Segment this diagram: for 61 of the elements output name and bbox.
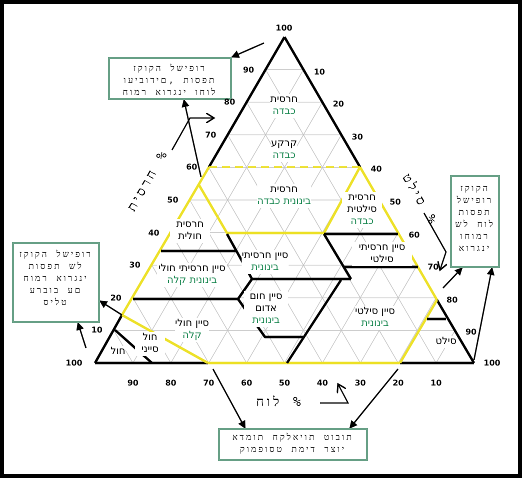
- tick-label: 100: [66, 358, 82, 368]
- callout-box: זקוקה לשיפור תוספת של חול וחומר אורגני: [450, 175, 500, 268]
- texture-class-name: סיין סילטי: [355, 306, 395, 318]
- tick-label: 20: [332, 100, 344, 109]
- tick-label: 60: [241, 378, 252, 388]
- tick-label: 50: [167, 196, 178, 204]
- arrow: [99, 300, 122, 316]
- texture-class-name: חרסית חולית: [170, 219, 210, 243]
- arrow: [182, 99, 202, 178]
- tick-label: 50: [390, 198, 401, 206]
- tick-label: 30: [352, 132, 363, 142]
- tick-label: 40: [148, 228, 160, 238]
- tick-label: 90: [465, 328, 477, 337]
- texture-class-name: סיין חרסיתי סילטי: [352, 242, 412, 266]
- callout-box: זקוקה לשיפור תוספת של חומר אורגני ערבוב עם סילט: [12, 242, 100, 323]
- texture-weight: כבדה: [270, 150, 298, 162]
- texture-class-name: חרסית: [270, 94, 298, 106]
- texture-class-name: סילט: [436, 336, 456, 348]
- texture-class-name: סיין חולי: [174, 318, 210, 330]
- tick-label: 20: [110, 293, 122, 302]
- arrow: [212, 368, 246, 429]
- texture-class-name: חול סייני: [135, 332, 165, 356]
- texture-class-name: סיין חרסיתי חולי: [157, 263, 227, 275]
- tick-label: 60: [408, 230, 420, 240]
- tick-label: 30: [129, 260, 140, 270]
- tick-label: 100: [484, 358, 500, 368]
- tick-label: 70: [203, 378, 214, 388]
- texture-class-name: סיין חרסיתי: [242, 250, 288, 262]
- callout-box: אדמות חקלאיות טובות קומפוסט תמיד רצוי: [218, 428, 368, 461]
- arrow: [231, 42, 264, 58]
- tick-label: 80: [165, 378, 176, 388]
- arrow: [349, 368, 399, 429]
- tick-label: 40: [370, 164, 382, 174]
- callout-box: זקוקה לשיפור ועיבודים, תוספת חומר אורגני וחול: [108, 57, 232, 100]
- texture-weight: בינונית: [242, 262, 288, 274]
- texture-class-name: חרסית סילטית: [342, 192, 382, 216]
- texture-weight: קלה: [174, 330, 210, 342]
- tick-label: 60: [186, 162, 198, 172]
- tick-label: 20: [392, 378, 404, 388]
- tick-label: 10: [430, 378, 442, 388]
- arrow: [76, 322, 87, 348]
- texture-class-name: סיין חום אדום: [244, 291, 288, 315]
- axis-title: חול %: [256, 394, 304, 410]
- texture-class-name: קרקע: [270, 138, 298, 150]
- tick-label: 90: [242, 65, 254, 74]
- tick-label: 70: [205, 130, 216, 140]
- tick-label: 10: [91, 326, 102, 335]
- tick-label: 50: [278, 378, 290, 388]
- tick-label: 100: [276, 24, 292, 32]
- tick-label: 10: [314, 67, 325, 76]
- tick-label: 30: [354, 378, 366, 388]
- tick-label: 90: [127, 378, 138, 388]
- arrow: [442, 267, 463, 288]
- tick-label: 70: [428, 262, 439, 272]
- arrow: [473, 267, 495, 360]
- texture-class-name: חרסית: [257, 184, 311, 196]
- tick-label: 80: [446, 295, 458, 304]
- tick-label: 80: [224, 98, 236, 107]
- texture-weight: בינונית כבדה: [257, 196, 311, 208]
- texture-weight: כבדה: [270, 106, 298, 118]
- tick-label: 40: [316, 378, 328, 388]
